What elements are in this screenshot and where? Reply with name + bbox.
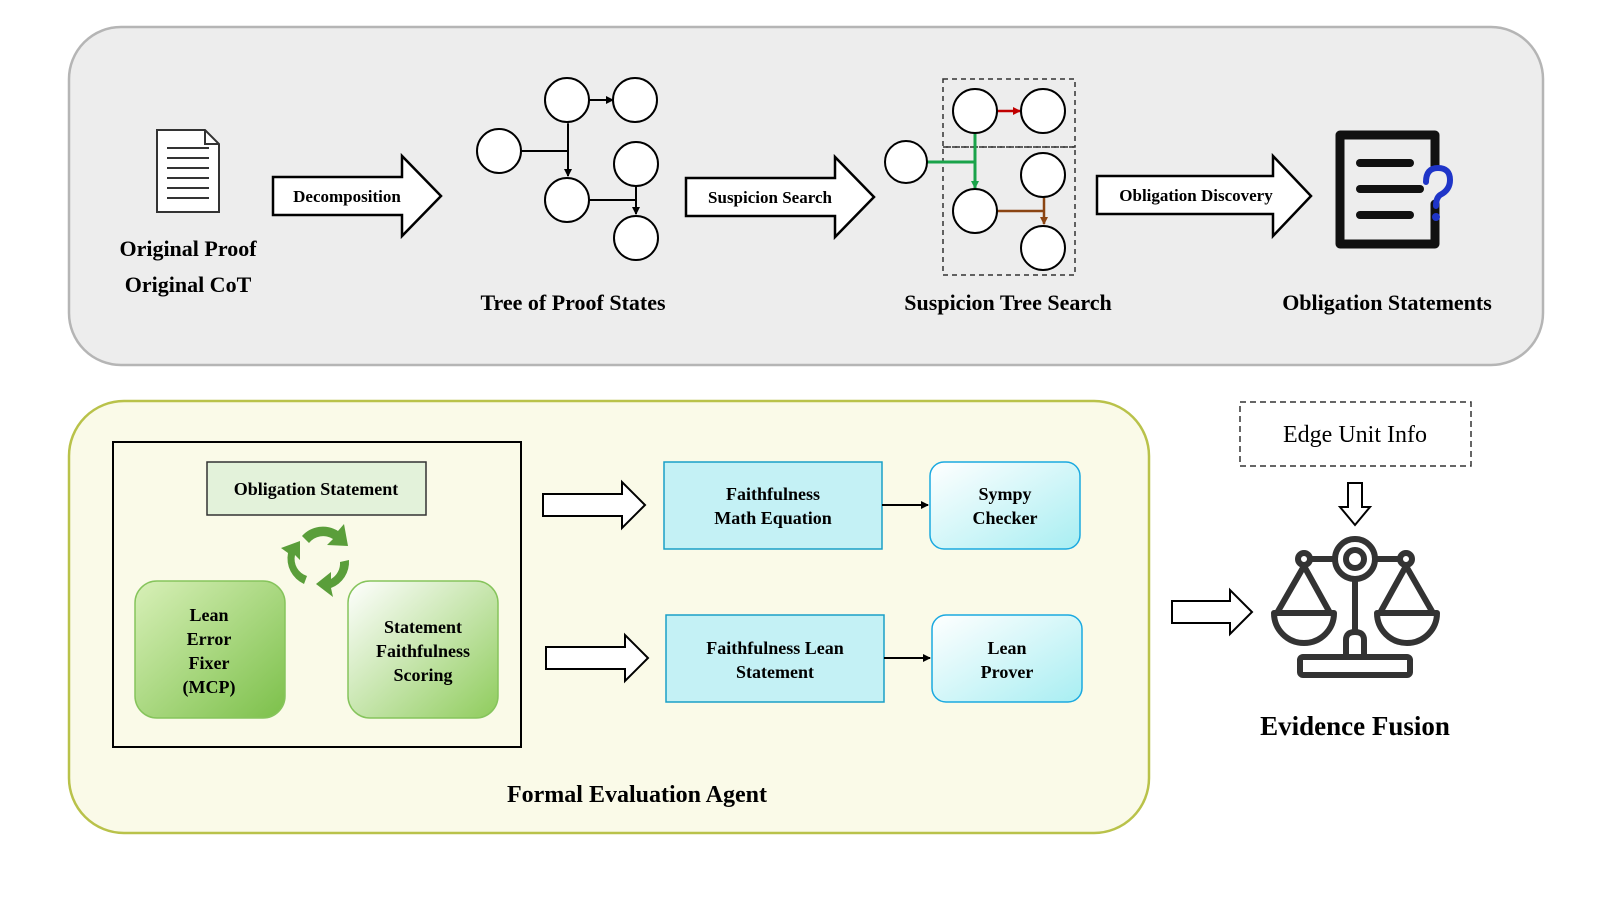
tree-node — [613, 141, 659, 187]
suspicion-node — [1020, 88, 1066, 134]
balance-scale-icon — [1271, 536, 1440, 678]
lean-prover-line1: Lean — [987, 638, 1026, 658]
recycle-icon — [281, 524, 350, 597]
suspicion-search-arrow: Suspicion Search — [684, 153, 876, 241]
suspicion-node — [952, 88, 998, 134]
faithfulness-scoring-line1: Statement — [384, 617, 462, 637]
lean-error-fixer-line4: (MCP) — [183, 677, 236, 698]
edge-unit-info-box — [1239, 401, 1472, 467]
document-icon — [156, 129, 220, 213]
decomposition-arrow: Decomposition — [271, 152, 443, 240]
math-equation-box — [663, 461, 883, 550]
lean-statement-line1: Faithfulness Lean — [706, 638, 844, 658]
lean-error-fixer-line1: Lean — [189, 605, 228, 625]
lean-error-fixer-line2: Error — [187, 629, 232, 649]
document-question-icon — [1335, 130, 1454, 249]
faithfulness-scoring-box — [347, 580, 499, 719]
lean-prover-line2: Prover — [981, 662, 1034, 682]
faithfulness-scoring-line2: Faithfulness — [376, 641, 470, 661]
evidence-fusion-label: Evidence Fusion — [1260, 711, 1450, 741]
sympy-checker-line2: Checker — [973, 508, 1038, 528]
lean-prover-box — [931, 614, 1083, 703]
proof-state-tree — [476, 77, 659, 261]
faithfulness-scoring-line3: Scoring — [393, 665, 452, 685]
suspicion-node — [884, 140, 928, 184]
branch-arrow-bottom — [545, 632, 650, 684]
tree-label: Tree of Proof States — [480, 290, 666, 315]
sympy-checker-line1: Sympy — [978, 484, 1031, 504]
sympy-checker-box — [929, 461, 1081, 550]
agent-title: Formal Evaluation Agent — [507, 782, 767, 808]
edge-unit-info-label: Edge Unit Info — [1283, 422, 1427, 448]
down-arrow — [1337, 482, 1373, 527]
obligation-discovery-arrow: Obligation Discovery — [1095, 152, 1313, 240]
suspicion-tree-label: Suspicion Tree Search — [904, 290, 1111, 315]
suspicion-node — [1020, 225, 1066, 271]
math-equation-line1: Faithfulness — [726, 484, 820, 504]
suspicion-search-label: Suspicion Search — [708, 188, 832, 207]
suspicion-box-bottom — [942, 146, 1076, 276]
suspicion-tree — [884, 78, 1076, 276]
tree-node — [612, 77, 658, 123]
source-label-cot: Original CoT — [125, 272, 252, 297]
tree-node — [613, 215, 659, 261]
source-label-proof: Original Proof — [119, 236, 257, 261]
suspicion-node — [1020, 152, 1066, 198]
obligation-statements-label: Obligation Statements — [1282, 290, 1492, 315]
fusion-arrow — [1171, 587, 1254, 637]
suspicion-node — [952, 188, 998, 234]
obligation-discovery-label: Obligation Discovery — [1119, 186, 1273, 205]
decomposition-label: Decomposition — [293, 187, 401, 206]
obligation-statement-label: Obligation Statement — [234, 479, 399, 499]
lean-statement-line2: Statement — [736, 662, 814, 682]
tree-node — [544, 177, 590, 223]
tree-node — [476, 128, 522, 174]
agent-loop-box — [112, 441, 522, 748]
lean-error-fixer-line3: Fixer — [189, 653, 230, 673]
lean-error-fixer-box — [134, 580, 286, 719]
obligation-statement-box — [206, 461, 427, 516]
lean-statement-box — [665, 614, 885, 703]
math-equation-line2: Math Equation — [714, 508, 832, 528]
branch-arrow-top — [542, 479, 647, 531]
tree-node — [544, 77, 590, 123]
